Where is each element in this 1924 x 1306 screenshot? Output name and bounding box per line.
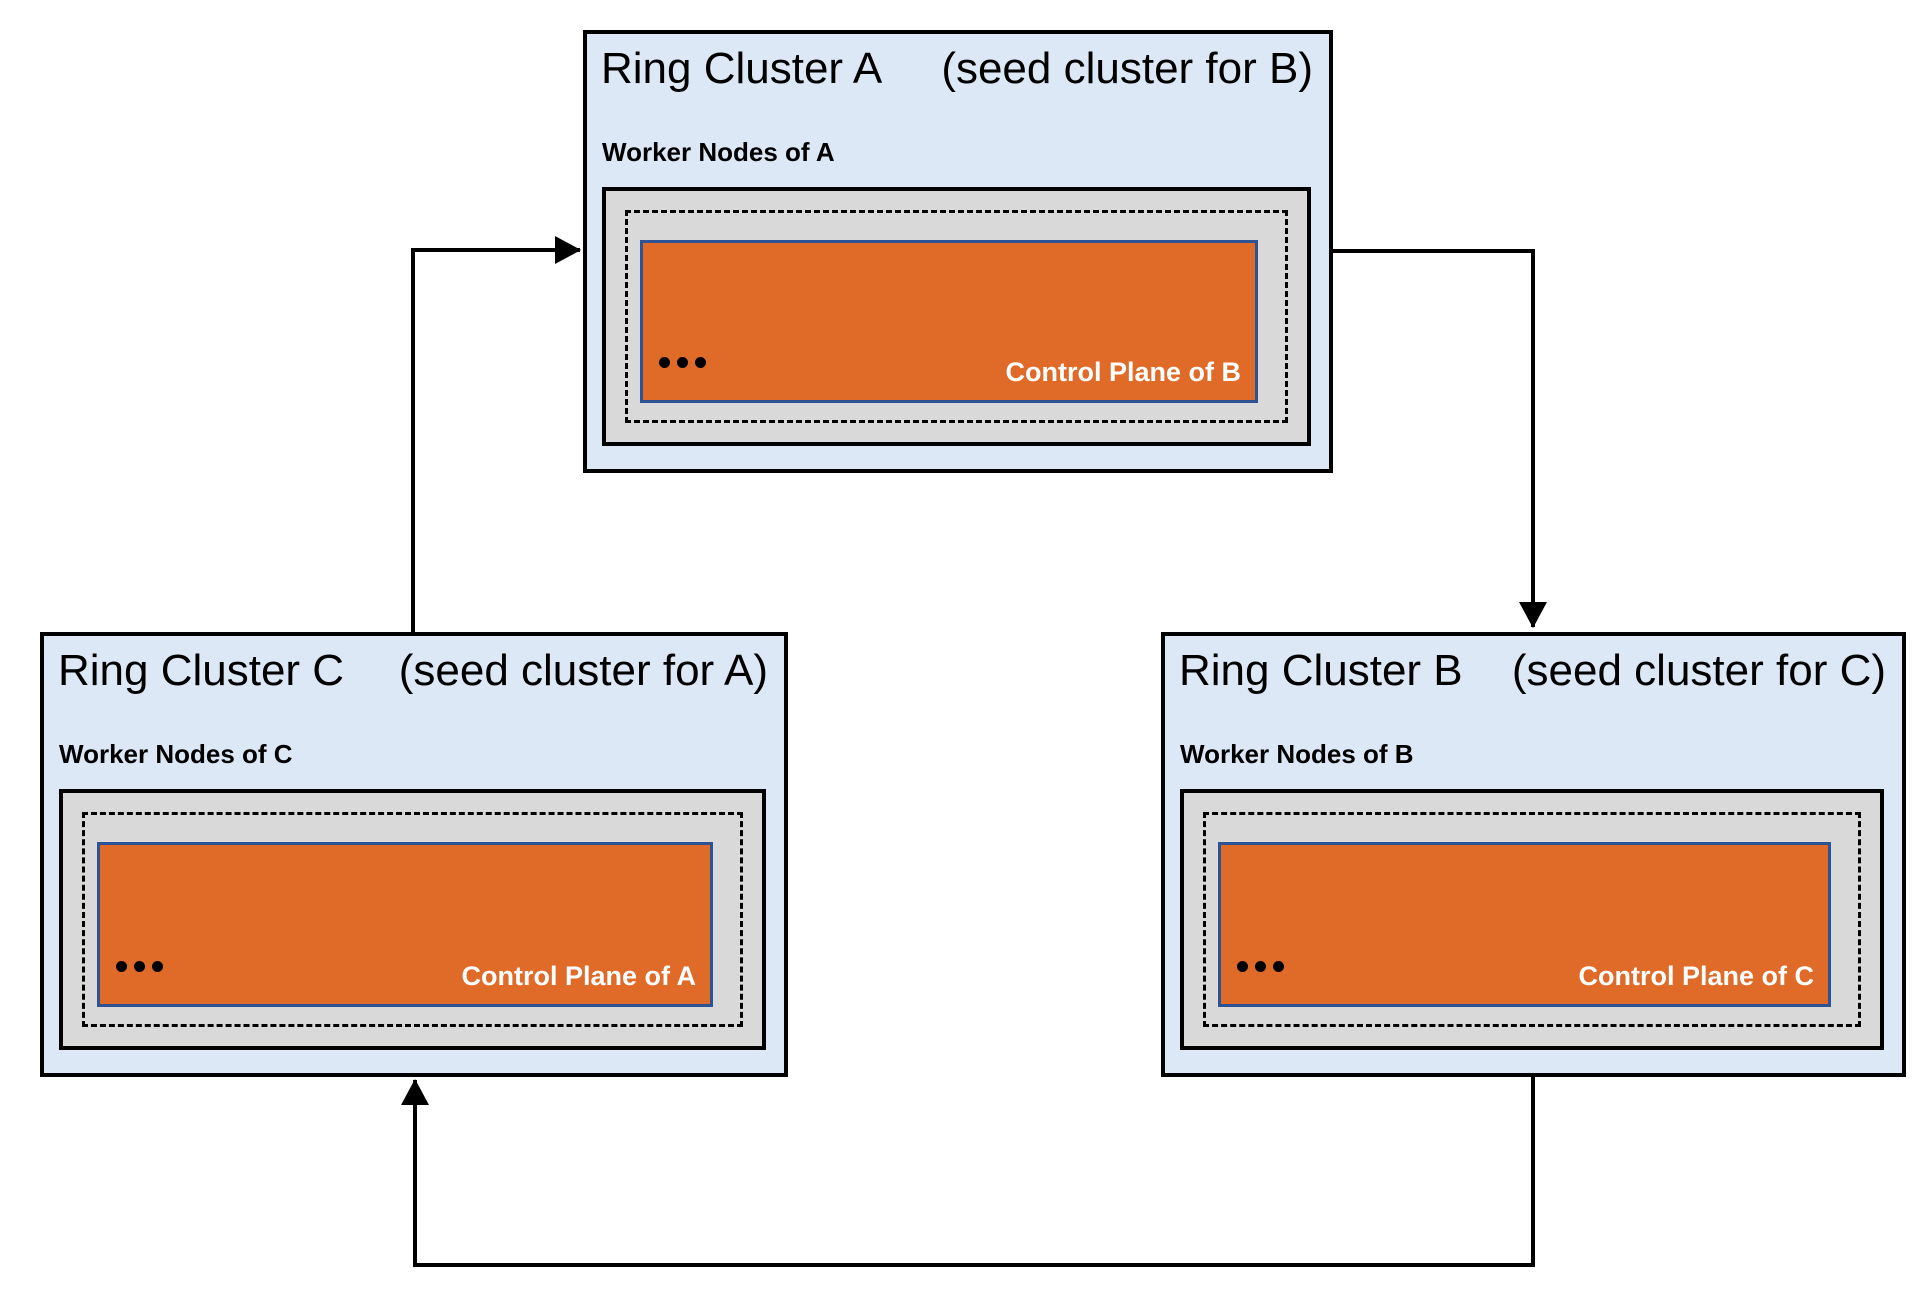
cluster-c-control-plane-label: Control Plane of A — [461, 961, 697, 991]
arrow-b-to-c — [401, 1075, 1535, 1267]
dot-icon — [152, 961, 163, 972]
ellipsis-icon — [659, 357, 706, 368]
cluster-b-control-plane-box: Control Plane of C — [1218, 842, 1831, 1007]
cluster-a-control-plane-box: Control Plane of B — [640, 240, 1258, 403]
cluster-a-control-plane-label: Control Plane of B — [1005, 357, 1242, 387]
cluster-a-seed-note: (seed cluster for B) — [941, 44, 1313, 93]
cluster-a-dashed-boundary — [625, 210, 1288, 423]
ellipsis-icon — [1237, 961, 1284, 972]
dot-icon — [134, 961, 145, 972]
cluster-b-seed-note: (seed cluster for C) — [1511, 646, 1886, 695]
cluster-a-title-row: Ring Cluster A (seed cluster for B) — [587, 34, 1329, 95]
cluster-b-title-row: Ring Cluster B (seed cluster for C) — [1165, 636, 1902, 697]
cluster-c-dashed-boundary — [82, 812, 743, 1027]
dot-icon — [695, 357, 706, 368]
cluster-b-control-plane-label: Control Plane of C — [1578, 961, 1815, 991]
cluster-c-title: Ring Cluster C — [58, 646, 345, 695]
cluster-b-title: Ring Cluster B — [1179, 646, 1463, 695]
cluster-c-worker-nodes-label: Worker Nodes of C — [59, 739, 293, 769]
cluster-b-worker-node-box: Control Plane of C — [1180, 789, 1884, 1050]
dot-icon — [659, 357, 670, 368]
cluster-a-worker-nodes-label: Worker Nodes of A — [602, 137, 835, 167]
dot-icon — [1237, 961, 1248, 972]
cluster-a-worker-node-box: Control Plane of B — [602, 187, 1311, 446]
cluster-c-seed-note: (seed cluster for A) — [398, 646, 768, 695]
cluster-c-worker-node-box: Control Plane of A — [59, 789, 766, 1050]
dot-icon — [116, 961, 127, 972]
cluster-b-box: Ring Cluster B (seed cluster for C) Work… — [1161, 632, 1906, 1077]
cluster-b-dashed-boundary — [1203, 812, 1861, 1027]
dot-icon — [1255, 961, 1266, 972]
cluster-c-box: Ring Cluster C (seed cluster for A) Work… — [40, 632, 788, 1077]
cluster-b-worker-nodes-label: Worker Nodes of B — [1180, 739, 1414, 769]
arrow-a-to-b — [1330, 249, 1547, 628]
cluster-c-control-plane-box: Control Plane of A — [97, 842, 713, 1007]
dot-icon — [1273, 961, 1284, 972]
ellipsis-icon — [116, 961, 163, 972]
arrow-c-to-a — [411, 236, 581, 634]
cluster-c-title-row: Ring Cluster C (seed cluster for A) — [44, 636, 784, 697]
cluster-a-box: Ring Cluster A (seed cluster for B) Work… — [583, 30, 1333, 473]
cluster-a-title: Ring Cluster A — [601, 44, 883, 93]
dot-icon — [677, 357, 688, 368]
